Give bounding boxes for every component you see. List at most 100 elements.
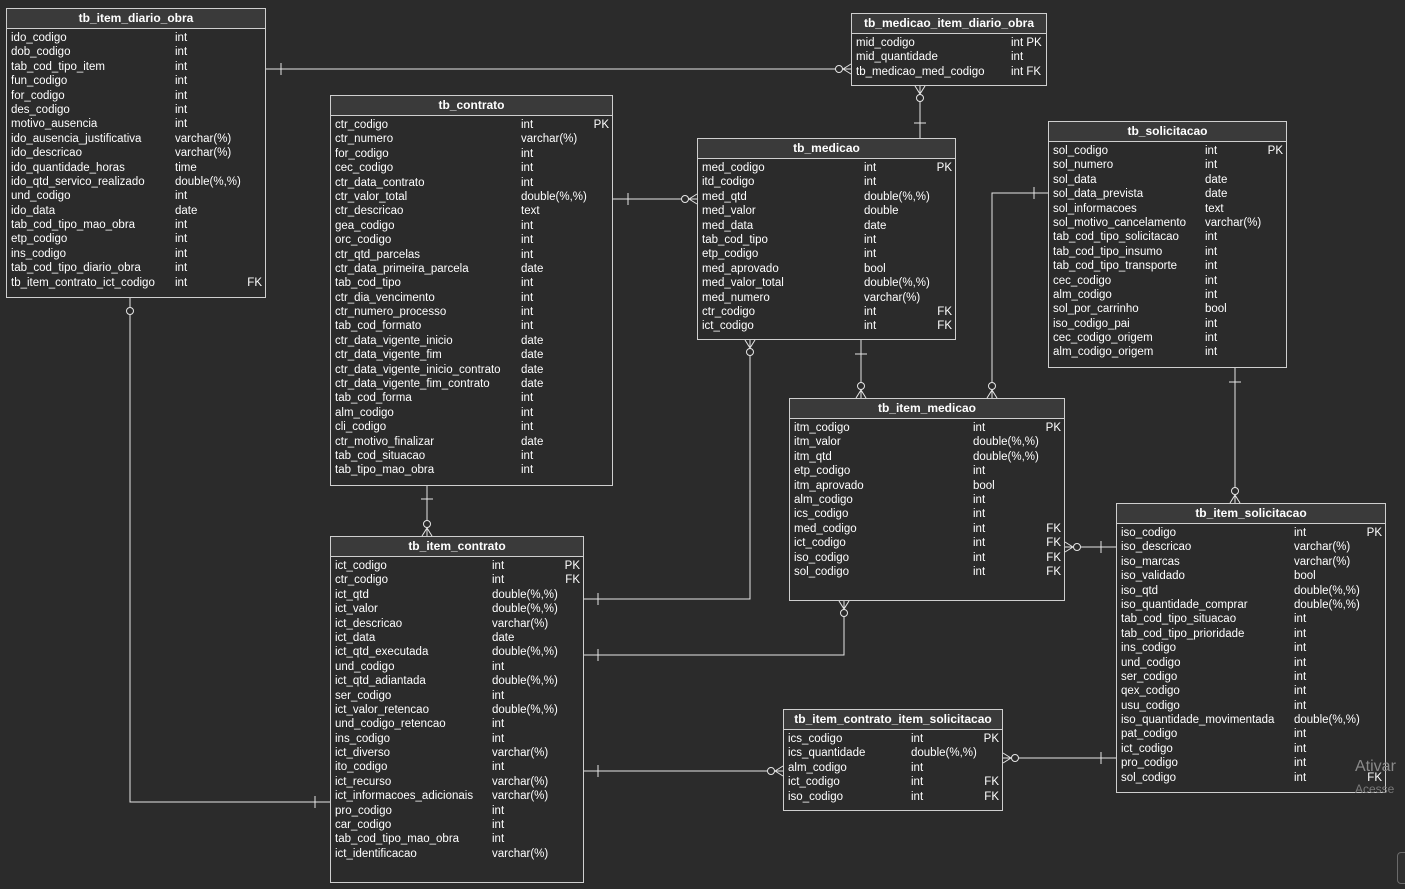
column-name: itm_valor — [794, 436, 841, 449]
column-name: orc_codigo — [335, 234, 392, 247]
rel-ido-ict — [129, 298, 330, 803]
column-name: tab_cod_situacao — [335, 449, 426, 462]
column-type: int — [1294, 527, 1307, 539]
many-marker — [838, 600, 845, 610]
column-type: int — [521, 248, 534, 261]
column-key: FK — [1046, 522, 1061, 535]
column-name: tab_tipo_mao_obra — [335, 464, 435, 477]
column-name: tab_cod_forma — [335, 392, 412, 405]
column-name: ict_codigo — [788, 776, 840, 789]
many-marker — [688, 193, 698, 200]
many-marker — [744, 339, 751, 349]
column-key: FK — [1046, 565, 1061, 578]
column-type: double(%,%) — [1294, 584, 1360, 597]
scroll-handle[interactable] — [1397, 852, 1405, 884]
column-name: iso_qtd — [1121, 584, 1159, 597]
column-type: int — [521, 464, 534, 477]
column-name: ctr_data_vigente_fim_contrato — [335, 378, 490, 391]
rel-med-ict — [584, 340, 751, 600]
column-type: bool — [1205, 303, 1227, 316]
column-name: ict_diverso — [335, 747, 390, 760]
column-name: ctr_data_vigente_inicio — [335, 334, 453, 347]
column-type: double(%,%) — [492, 588, 558, 601]
column-type: int — [521, 320, 534, 333]
column-key: FK — [937, 305, 952, 318]
column-name: pat_codigo — [1121, 728, 1178, 741]
column-name: ser_codigo — [1121, 670, 1178, 683]
column-name: tab_cod_tipo_item — [11, 60, 105, 73]
column-type: double(%,%) — [521, 190, 587, 203]
optional-marker — [1231, 487, 1239, 495]
column-type: double(%,%) — [492, 603, 558, 616]
column-type: double — [864, 205, 899, 218]
column-name: alm_codigo — [794, 493, 853, 506]
many-marker — [1229, 494, 1236, 504]
column-name: iso_marcas — [1121, 555, 1180, 568]
column-type: int — [492, 761, 505, 774]
column-type: varchar(%) — [521, 133, 578, 146]
column-type: int — [1205, 332, 1218, 345]
column-key: PK — [1267, 145, 1283, 157]
column-name: tab_cod_tipo_mao_obra — [335, 833, 460, 846]
many-marker — [991, 389, 998, 399]
column-name: sol_informacoes — [1053, 202, 1137, 215]
column-name: tab_cod_tipo — [335, 277, 401, 290]
column-type: varchar(%) — [492, 747, 549, 760]
column-type: date — [1205, 188, 1228, 201]
column-name: pro_codigo — [1121, 757, 1178, 770]
many-marker — [426, 527, 433, 537]
many-marker — [1064, 541, 1074, 548]
column-type: double(%,%) — [175, 175, 241, 188]
column-name: tab_cod_tipo_insumo — [1053, 245, 1163, 258]
column-type: int — [521, 392, 534, 405]
many-marker — [1002, 752, 1012, 759]
many-marker — [986, 389, 993, 399]
column-name: ics_codigo — [788, 733, 843, 745]
column-type: varchar(%) — [492, 847, 549, 860]
column-type: bool — [864, 262, 886, 275]
column-type: date — [175, 204, 198, 217]
column-name: ido_descricao — [11, 147, 82, 160]
many-marker — [855, 389, 862, 399]
